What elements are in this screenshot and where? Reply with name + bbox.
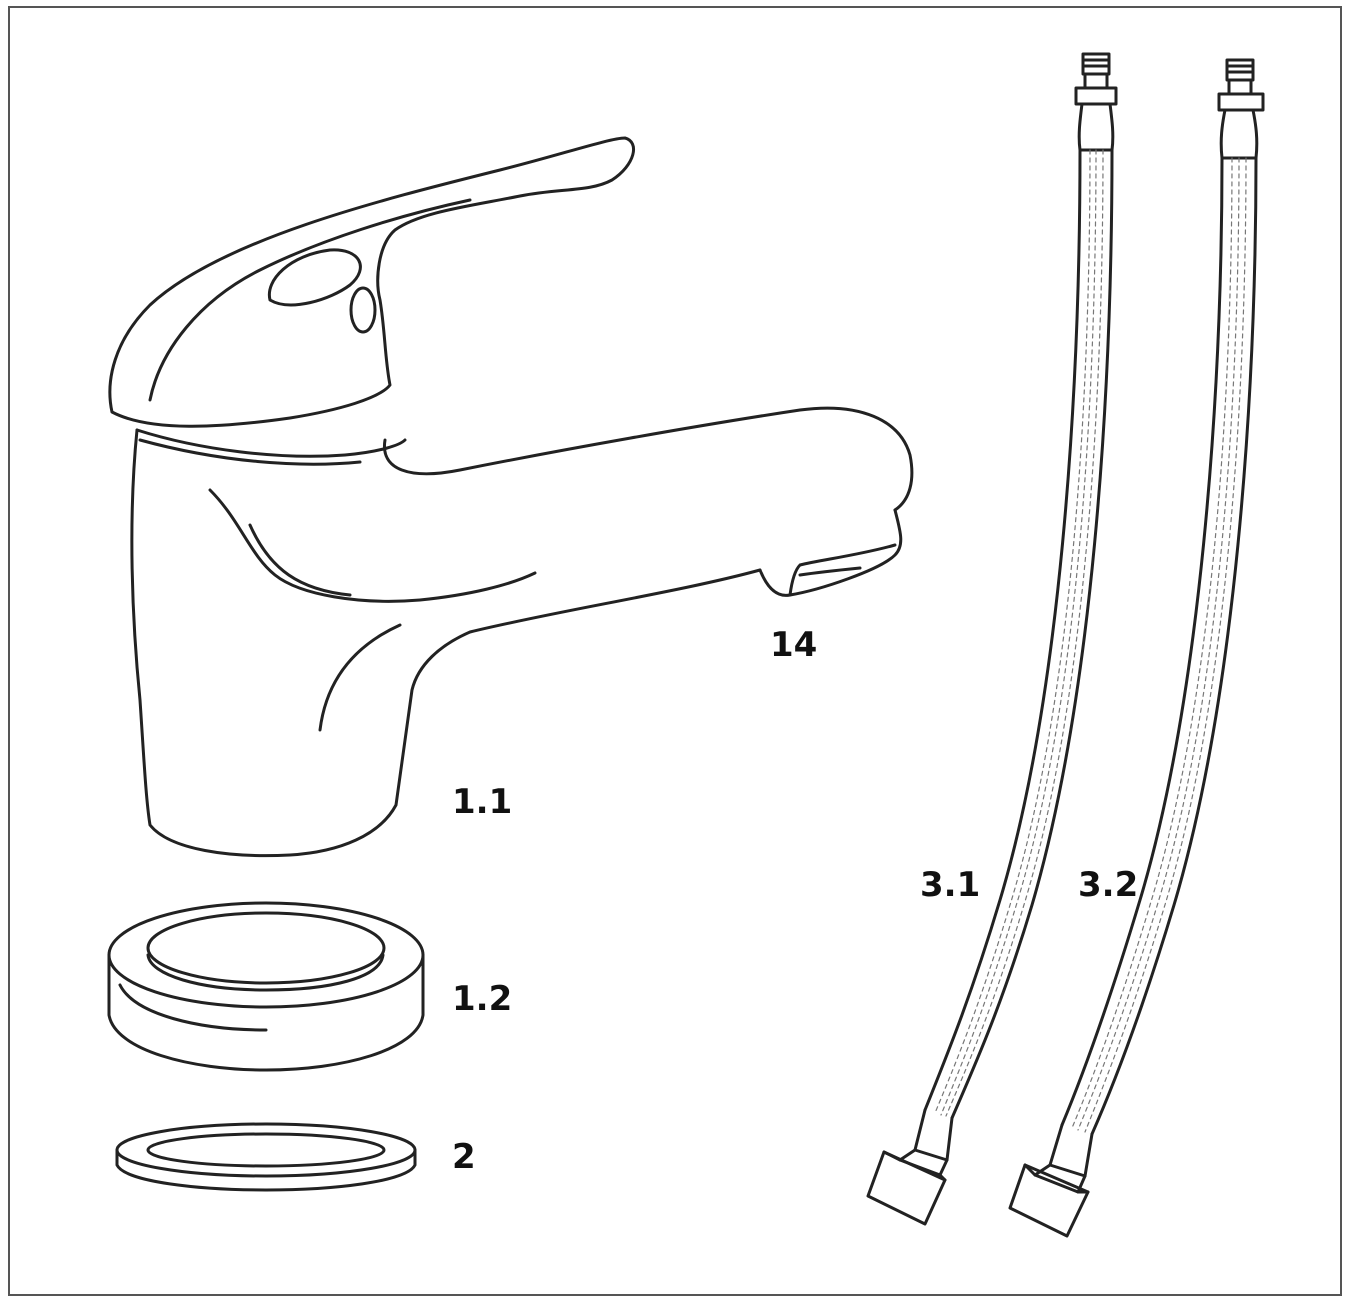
lever-handle [108, 136, 635, 428]
label-gasket: 2 [452, 1137, 476, 1177]
label-hose-right: 3.2 [1078, 865, 1139, 905]
base-ring [107, 901, 425, 1072]
gasket [115, 1122, 417, 1192]
hose-3-1 [866, 52, 1118, 1226]
label-faucet-body: 1.1 [452, 782, 513, 822]
label-hose-left: 3.1 [920, 865, 981, 905]
hose-3-2 [1008, 58, 1265, 1238]
faucet-body [130, 406, 914, 858]
label-spout-aerator: 14 [770, 625, 818, 665]
label-base-ring: 1.2 [452, 979, 513, 1019]
diagram-frame [8, 6, 1342, 1296]
